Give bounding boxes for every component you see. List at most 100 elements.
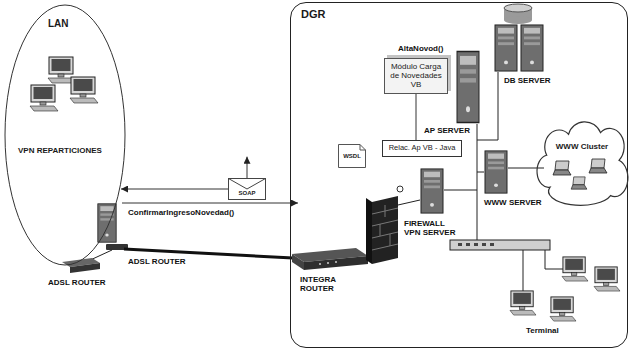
label-slot: WWW SERVER (484, 198, 542, 207)
illustration-part (594, 267, 620, 291)
switch-symbol (450, 240, 550, 250)
illustration-part (457, 51, 479, 122)
illustration-part (380, 224, 381, 236)
region-title: VPN REPARTICIONES (18, 146, 102, 155)
soap-envelope: SOAP (228, 178, 266, 200)
lan-ellipse: LAN VPN REPARTICIONES (4, 4, 126, 266)
envelope-text: SOAP (238, 190, 255, 197)
illustration-part (550, 297, 576, 321)
illustration-part (504, 16, 532, 24)
lan-outline (5, 5, 125, 265)
firewall-wall (366, 196, 398, 264)
illustration-part (510, 291, 536, 315)
illustration-part (523, 250, 524, 291)
illustration-part (98, 204, 116, 242)
server-towers (421, 25, 543, 213)
illustration-part (477, 124, 478, 240)
illustration-part (571, 177, 587, 189)
label-slot: DB SERVER (504, 76, 551, 85)
envelope-outline (229, 179, 266, 200)
label-slot: AltaNovod() (398, 44, 443, 53)
illustration-part (372, 244, 398, 250)
lan-computers (30, 57, 98, 111)
dgr-region: DGR Módulo Carga de Novedades VB WSDL Relac… (290, 2, 628, 348)
illustration-part (521, 25, 543, 71)
illustration-part (304, 256, 368, 270)
illustration-part (474, 243, 478, 246)
wsdl-document: WSDL (338, 144, 366, 168)
cloud-text: WWW Cluster (556, 142, 608, 151)
region-title: LAN (48, 18, 69, 30)
cluster-cloud: WWW Cluster (540, 120, 624, 204)
bridge-box: Relac. Ap VB - Java (382, 140, 462, 157)
label-slot: FIREWALL VPN SERVER (404, 219, 458, 237)
label-slot: Terminal (526, 326, 559, 335)
illustration-part (495, 25, 517, 71)
illustration-part (70, 263, 100, 273)
illustration-part (327, 262, 329, 264)
module-box: Módulo Carga de Novedades VB (384, 58, 448, 94)
label-slot: ADSL ROUTER (128, 257, 186, 266)
document-outline (339, 145, 366, 168)
device-label: ADSL ROUTER (128, 257, 186, 266)
device-label: ADSL ROUTER (48, 278, 106, 287)
firewall-link (398, 200, 420, 205)
illustration-part (504, 4, 532, 12)
illustration-part (450, 240, 550, 250)
cluster-laptops (553, 159, 607, 189)
method-label: ConfirmarIngresoNovedad() (128, 208, 234, 217)
server-label: FIREWALL VPN SERVER (404, 219, 458, 237)
illustration-part (421, 169, 443, 213)
illustration-part (366, 198, 372, 264)
illustration-part (385, 205, 386, 217)
illustration-part (372, 232, 398, 238)
label-slot: ADSL ROUTER (48, 278, 106, 287)
illustration-part (477, 72, 498, 140)
cluster-cloud-outline (540, 120, 624, 204)
illustration-part (490, 243, 494, 246)
illustration-part (444, 190, 477, 191)
label-slot: INTEGRA ROUTER (300, 275, 346, 293)
illustration-part (372, 196, 398, 264)
label-slot: AP SERVER (424, 126, 470, 135)
device-label: Terminal (526, 326, 559, 335)
integra-router-symbol (292, 248, 368, 270)
client-pc (86, 204, 128, 262)
response-arrow (121, 189, 228, 190)
illustration-part (466, 243, 470, 246)
illustration-part (335, 261, 337, 263)
server-label: WWW SERVER (484, 198, 542, 207)
cloud-outline (537, 122, 628, 205)
illustration-part (70, 77, 98, 103)
connector (247, 157, 248, 178)
illustration-part (562, 257, 588, 281)
region-title: DGR (301, 8, 325, 21)
illustration-part (30, 85, 58, 111)
illustration-part (390, 234, 391, 246)
server-label: AP SERVER (424, 126, 470, 135)
illustration-part (508, 168, 544, 169)
box-text: Módulo Carga de Novedades VB (389, 62, 443, 90)
device-label: INTEGRA ROUTER (300, 275, 346, 293)
method-label: AltaNovod() (398, 44, 443, 53)
document-fold (360, 145, 366, 151)
illustration-part (545, 250, 563, 269)
lan-wiring (444, 72, 563, 291)
server-label: DB SERVER (504, 76, 551, 85)
illustration-part (485, 151, 507, 193)
database-cylinder (504, 4, 532, 24)
relay-joint (397, 186, 403, 192)
illustration-part (319, 263, 321, 265)
illustration-part (372, 220, 398, 226)
box-text: Relac. Ap VB - Java (389, 144, 456, 153)
envelope-flap (229, 179, 266, 190)
illustration-part (292, 254, 304, 270)
illustration-part (482, 243, 486, 246)
document-text: WSDL (343, 153, 361, 160)
connector (416, 94, 417, 140)
illustration-part (477, 172, 484, 173)
lan-ellipse-outline (4, 4, 126, 266)
request-arrow (122, 203, 298, 204)
illustration-part (553, 161, 571, 175)
